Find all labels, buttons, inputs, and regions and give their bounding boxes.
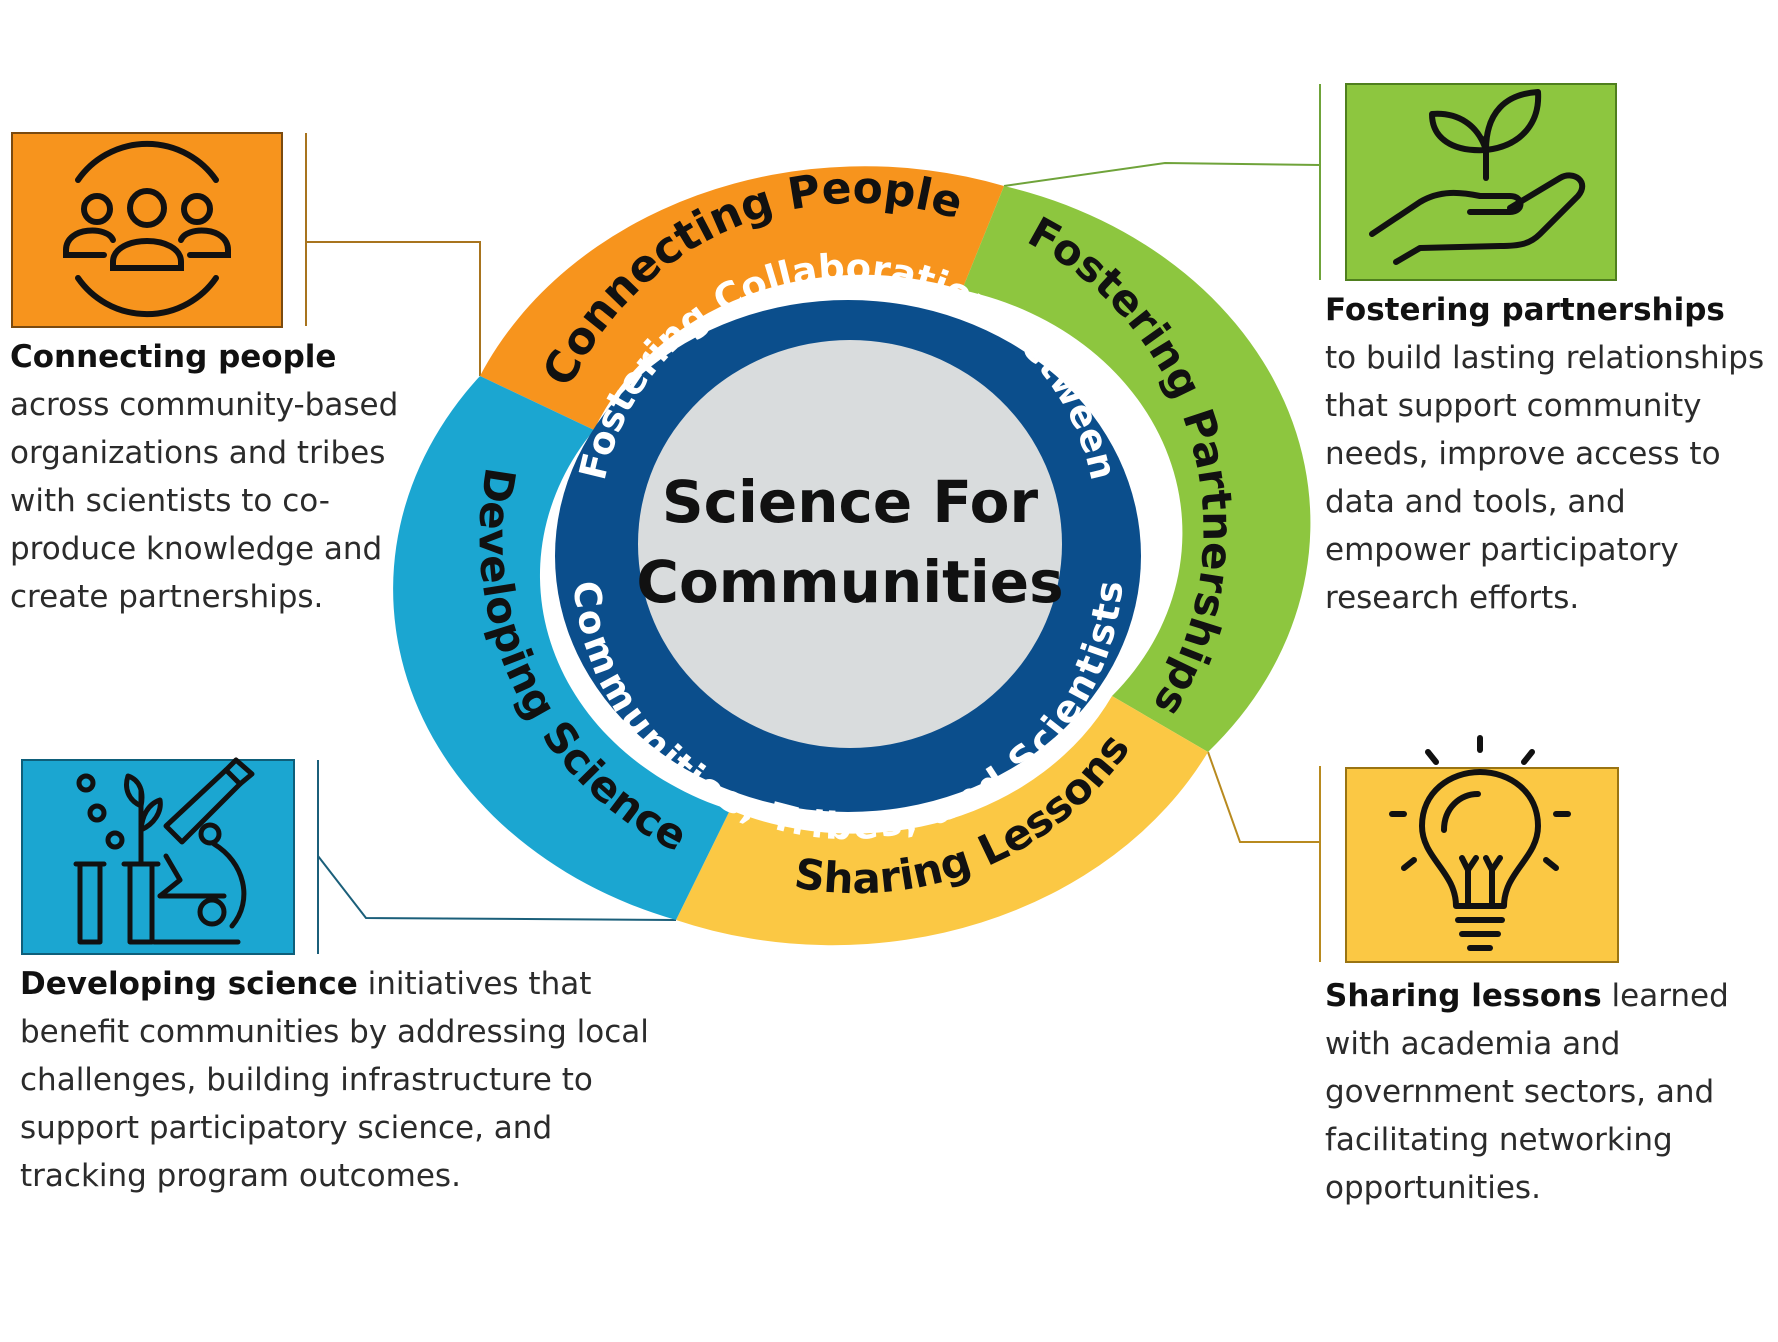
description-connecting-bold: Connecting people [10,339,337,375]
icon-box-developing [21,757,295,955]
description-fostering: Fostering partnerships to build lasting r… [1325,286,1775,622]
segment-fostering-partnerships [962,186,1311,752]
description-connecting: Connecting people across community-based … [10,333,450,621]
description-connecting-text: across community-based organizations and… [10,387,399,615]
description-developing-text: initiatives that benefit communities by … [20,966,649,1194]
microscope-lab-icon [73,757,255,945]
lightbulb-icon [1389,735,1571,951]
people-group-icon [63,140,231,318]
outer-ring [393,166,1311,946]
segment-connecting-people [480,166,1004,431]
connector-fostering [1003,161,1321,187]
description-developing-bold: Developing science [20,966,358,1002]
description-sharing-text: learned with academia and government sec… [1325,978,1729,1206]
center-disc [638,340,1062,748]
center-title-line1: Science For [662,468,1039,536]
connector-sharing [1207,751,1320,843]
description-fostering-text: to build lasting relationships that supp… [1325,340,1765,616]
segment-sharing-lessons [676,696,1208,946]
icon-box-sharing [1345,735,1619,963]
connector-developing [317,855,677,921]
segment-developing-science [393,376,730,920]
description-sharing: Sharing lessons learned with academia an… [1325,972,1775,1212]
plant-in-hand-icon [1369,89,1586,265]
icon-box-fostering [1345,83,1617,281]
description-fostering-bold: Fostering partnerships [1325,292,1725,328]
description-sharing-bold: Sharing lessons [1325,978,1602,1014]
icon-box-connecting [11,132,283,328]
connector-connecting [306,241,481,376]
description-developing: Developing science initiatives that bene… [20,960,660,1200]
center-title-line2: Communities [636,548,1063,616]
